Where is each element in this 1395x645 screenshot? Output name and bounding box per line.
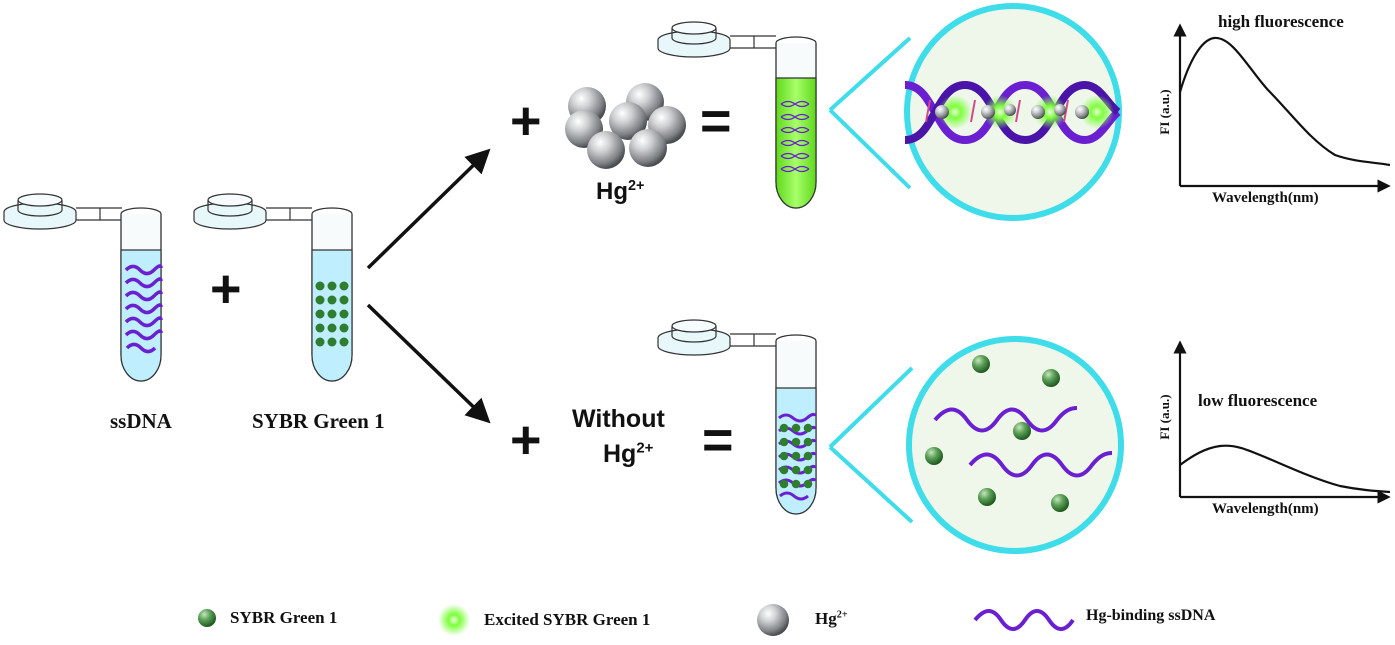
- plus-sign-left: +: [210, 259, 242, 319]
- equals-sign-top: =: [700, 91, 732, 151]
- legend-excited-label: Excited SYBR Green 1: [484, 610, 651, 629]
- legend-sybr-label: SYBR Green 1: [230, 608, 338, 627]
- tube-green: [657, 21, 817, 209]
- tube-sybr: [193, 193, 353, 382]
- hg-cluster-icon: [565, 83, 686, 169]
- free-sybr-icon: [925, 355, 1069, 512]
- graph-low: [1173, 340, 1391, 504]
- hg-in-helix-icon: [935, 104, 1089, 119]
- dsdna-mini-icon: [780, 100, 810, 173]
- label-sybr: SYBR Green 1: [252, 409, 385, 433]
- legend-sybr-icon: [198, 609, 216, 627]
- graph-low-xlabel: Wavelength(nm): [1212, 501, 1319, 517]
- dsdna-helix-icon: [904, 80, 1121, 145]
- arrow-down: [366, 303, 491, 424]
- label-ssdna: ssDNA: [110, 409, 172, 433]
- plus-sign-bottom: +: [510, 410, 542, 470]
- zoom-low: [828, 336, 1124, 554]
- ssdna-strands-icon: [124, 264, 163, 354]
- legend-hg-icon: [757, 604, 789, 636]
- low-fluorescence-curve: [1179, 444, 1391, 494]
- tube-low: [657, 319, 817, 515]
- arrow-up: [366, 148, 491, 270]
- label-without: Without: [572, 405, 665, 433]
- graph-high-title: high fluorescence: [1218, 12, 1344, 31]
- graph-high-xlabel: Wavelength(nm): [1212, 190, 1319, 206]
- legend-excited-sybr-icon: [438, 604, 470, 636]
- legend-ssdna-icon: [973, 609, 1075, 631]
- high-fluorescence-curve: [1178, 36, 1391, 167]
- equals-sign-bottom: =: [702, 410, 734, 470]
- excited-sybr-glow-icon: [938, 95, 1114, 129]
- graph-low-title: low fluorescence: [1198, 391, 1318, 410]
- label-hg-top: Hg2+: [596, 178, 645, 205]
- mixed-ssdna-sybr-icon: [778, 412, 817, 501]
- plus-sign-top: +: [510, 91, 542, 151]
- graph-low-ylabel: FI (a.u.): [1157, 394, 1172, 440]
- free-ssdna-icon: [933, 406, 1113, 478]
- sybr-dots-icon: [315, 281, 349, 347]
- zoom-high: [828, 3, 1122, 221]
- legend-hg-label: Hg2+: [815, 609, 848, 628]
- tube-ssdna: [3, 193, 163, 382]
- label-hg-bottom: Hg2+: [603, 439, 654, 468]
- graph-high: [1173, 23, 1391, 193]
- legend-ssdna-label: Hg-binding ssDNA: [1086, 607, 1216, 624]
- graph-high-ylabel: FI (a.u.): [1157, 89, 1172, 135]
